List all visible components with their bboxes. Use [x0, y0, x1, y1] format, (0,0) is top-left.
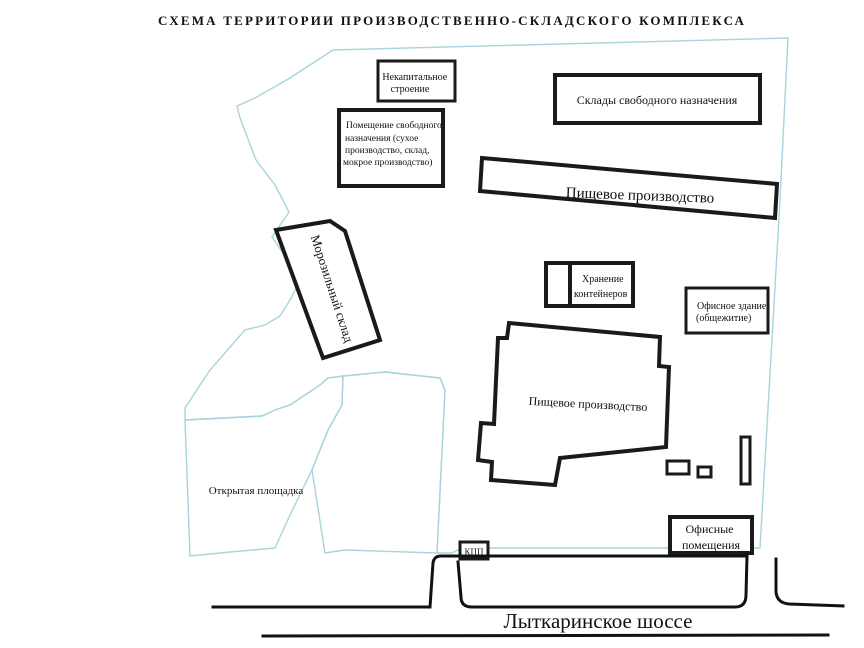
food-production-long: Пищевое производство — [477, 155, 780, 221]
small-outbuilding-2 — [696, 465, 713, 479]
office-dormitory: Офисное здание (общежитие) — [684, 286, 770, 335]
road-name-label: Лыткаринское шоссе — [504, 609, 693, 633]
open-area-inner-boundary — [311, 371, 446, 554]
free-purpose-premises: Помещение свободного назначения (сухое п… — [337, 108, 445, 188]
freezer-warehouse: Морозильный склад — [273, 218, 383, 361]
container-storage-line1: Хранение — [582, 274, 624, 285]
road-right-curb — [774, 557, 845, 608]
svg-text:Некапитальное строение: Некапитальное строение — [382, 72, 449, 95]
small-outbuilding-1 — [665, 459, 691, 476]
temporary-structure-label-line1: Некапитальное — [382, 72, 447, 83]
free-purpose-premises-line1: Помещение свободного — [346, 120, 442, 131]
container-storage: Хранение контейнеров — [544, 261, 635, 308]
temporary-structure: Некапитальное строение — [376, 59, 457, 103]
temporary-structure-label-line2: строение — [391, 84, 430, 95]
road — [211, 554, 845, 638]
open-area-label: Открытая площадка — [209, 485, 304, 497]
container-storage-line2: контейнеров — [574, 289, 628, 300]
svg-text:Помещение свободного наз: Помещение свободного назначения (сухое п… — [343, 120, 444, 168]
food-production-long-label: Пищевое производство — [565, 185, 714, 207]
office-dormitory-line2: (общежитие) — [696, 313, 751, 324]
svg-text:Хранение контейнеров: Хранение контейнеров — [574, 274, 628, 300]
svg-text:Офисное здание (общежити: Офисное здание (общежитие) — [696, 301, 769, 324]
food-production-main-label: Пищевое производство — [528, 394, 647, 414]
office-premises: Офисные помещения — [668, 515, 754, 555]
svg-text:Офисные помещения: Офисные помещения — [682, 522, 741, 552]
free-purpose-premises-line2: назначения (сухое — [345, 133, 418, 144]
free-purpose-warehouses-label: Склады свободного назначения — [577, 93, 738, 107]
food-production-main: Пищевое производство — [475, 320, 672, 488]
open-area-boundary — [184, 375, 344, 557]
road-access-outline — [211, 554, 749, 609]
office-premises-line2: помещения — [682, 538, 741, 552]
small-outbuilding-3 — [739, 435, 752, 486]
road-far-edge — [261, 633, 830, 638]
free-purpose-premises-line4: мокрое производство) — [343, 157, 432, 168]
free-purpose-warehouses: Склады свободного назначения — [553, 73, 762, 125]
free-purpose-premises-line3: производство, склад, — [345, 146, 429, 156]
office-dormitory-line1: Офисное здание — [697, 301, 767, 312]
checkpoint-label: КПП — [464, 547, 484, 557]
plan-title: СХЕМА ТЕРРИТОРИИ ПРОИЗВОДСТВЕННО-СКЛАДСК… — [158, 13, 746, 28]
office-premises-line1: Офисные — [686, 522, 734, 536]
